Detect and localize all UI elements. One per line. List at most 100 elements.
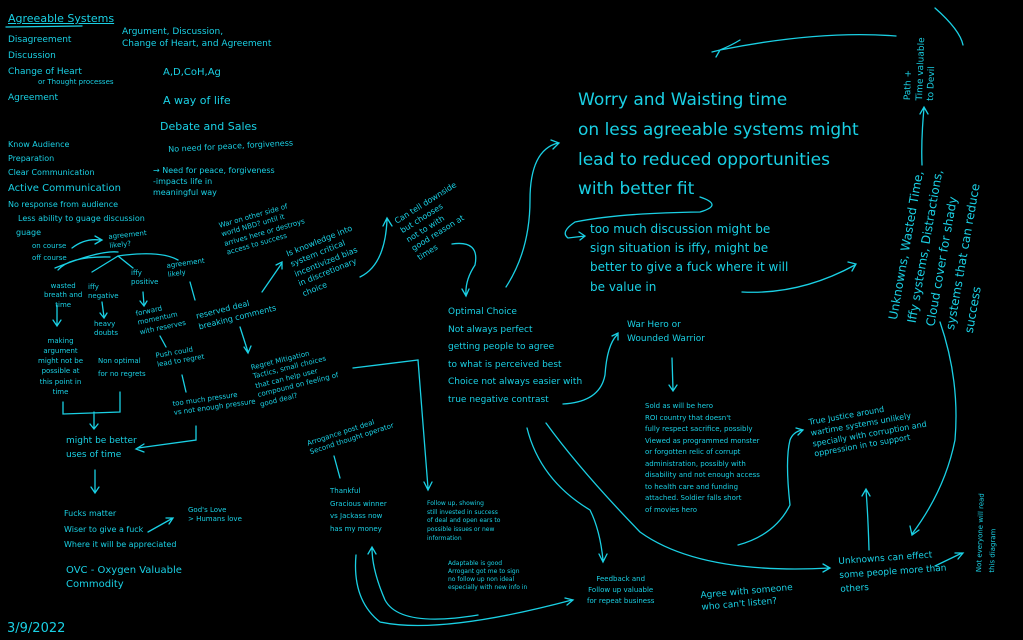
- thankful-winner-line: Thankful: [330, 487, 361, 495]
- branch-iffy-negative-line: iffy: [88, 283, 99, 291]
- better-uses-of-time-line: might be better: [66, 436, 137, 446]
- title-text: Agreeable Systems: [8, 12, 115, 25]
- skills-list: Know Audience Preparation Clear Communic…: [8, 138, 145, 264]
- arrow-value-to-unknowns: [741, 261, 857, 293]
- arrow-optimal-to-warhero: [562, 331, 619, 405]
- optimal-choice-line: getting people to agree: [448, 342, 555, 353]
- skill-item: Active Communication: [8, 183, 121, 194]
- heavy-doubts-line: doubts: [94, 329, 118, 338]
- thankful-winner-line: Gracious winner: [330, 499, 387, 508]
- arrow-unknowns-wasted-to-unknowns-effect: [909, 321, 957, 537]
- branch-wasted-line: wasted: [50, 282, 76, 290]
- sold-as-hero-line: attached. Soldier falls short: [645, 494, 742, 503]
- sold-as-hero-line: or forgotten relic of corrupt: [645, 448, 741, 457]
- too-much-discussion-line: too much discussion might be: [590, 222, 771, 236]
- follow-up-showing-line: still invested in success: [427, 508, 498, 516]
- follow-up-showing-line: Follow up, showing: [427, 500, 484, 507]
- need-peace-line: -impacts life in: [153, 176, 213, 186]
- feedback-follow-up-line: Follow up valuable: [588, 586, 654, 595]
- arrow-regret-to-followup: [352, 359, 433, 492]
- debate-text: Debate and Sales: [160, 120, 258, 133]
- gods-love-line: God's Love: [188, 506, 227, 514]
- war-hero-line: Wounded Warrior: [627, 334, 705, 345]
- acronym-text: A,D,CoH,Ag: [163, 67, 221, 78]
- fucks-matter-line: Where it will be appreciated: [64, 540, 177, 550]
- too-much-discussion-line: sign situation is iffy, might be: [590, 241, 769, 256]
- arrow-merge-left: [62, 391, 121, 431]
- optimal-choice-line: Not always perfect: [448, 324, 533, 335]
- arrow-fucks-to-love: [147, 517, 175, 533]
- making-argument-line: possible at: [41, 367, 80, 376]
- stage-item: Change of Heart: [8, 67, 82, 78]
- worry-wasting-time-line: lead to reduced opportunities: [578, 149, 830, 170]
- argument-header: Argument, Discussion,Change of Heart, an…: [122, 26, 271, 50]
- making-argument-line: argument: [43, 347, 78, 356]
- worry-wasting-time: Worry and Waisting time on less agreeable…: [578, 86, 859, 205]
- ovc-note-line: OVC - Oxygen Valuable: [66, 565, 182, 576]
- worry-wasting-time-line: Worry and Waisting time: [578, 90, 788, 110]
- feedback-follow-up-line: Feedback and: [596, 575, 646, 583]
- skill-item: Know Audience: [8, 140, 70, 149]
- arrow-unknowns-to-path: [919, 105, 929, 166]
- skill-item: Preparation: [8, 154, 55, 163]
- title-underline: [5, 25, 83, 28]
- stage-item: Discussion: [8, 51, 56, 62]
- stage-item: Disagreement: [8, 35, 72, 45]
- need-peace-line: → Need for peace, forgiveness: [153, 166, 275, 175]
- sold-as-hero-line: administration, possibly with: [645, 459, 746, 468]
- stage-item: Agreement: [8, 92, 58, 103]
- adaptable-note-line: especially with new info in: [448, 584, 528, 592]
- arrow-iffy-pos-down: [139, 291, 148, 308]
- sold-as-hero-line: to health care and funding: [645, 482, 739, 491]
- arrow-agree-to-reserved: [189, 281, 196, 301]
- heavy-doubts-line: heavy: [94, 320, 116, 328]
- optimal-choice-line: Optimal Choice: [448, 307, 517, 317]
- worry-wasting-time-line: on less agreeable systems might: [578, 119, 859, 140]
- way-of-life-text: A way of life: [163, 94, 231, 107]
- optimal-choice-line: to what is perceived best: [448, 359, 562, 370]
- skill-item: Less ability to guage discussion: [18, 213, 145, 223]
- too-much-discussion-line: better to give a fuck where it will: [590, 260, 789, 275]
- fucks-matter-line: Wiser to give a fuck: [64, 524, 144, 534]
- adaptable-note-line: Adaptable is good: [448, 560, 503, 567]
- thankful-winner-line: has my money: [330, 524, 382, 533]
- debate-and-sales: Debate and Sales: [160, 120, 257, 135]
- arrow-optimal-to-worry: [505, 139, 561, 288]
- branch-iffy-positive-line: positive: [131, 278, 159, 287]
- arrow-knowledge-to-cantell: [359, 216, 393, 278]
- arrow-warhero-to-sold: [668, 357, 678, 393]
- optimal-choice-line: Choice not always easier with: [448, 377, 583, 388]
- sold-as-hero-line: disability and not enough access: [645, 471, 760, 480]
- arrow-thankful-to-feedback: [354, 554, 575, 627]
- arrow-better-to-fucks: [90, 469, 100, 495]
- argument-header-line: Change of Heart, and Agreement: [122, 39, 272, 50]
- ovc-note-line: Commodity: [66, 578, 124, 590]
- war-hero-line: War Hero or: [627, 320, 681, 330]
- arrow-reserved-to-knowledge: [261, 260, 283, 293]
- arrow-arrogance-to-thankful: [333, 455, 341, 479]
- sold-as-hero-line: of movies hero: [645, 505, 698, 514]
- arrow-iffy-neg-down: [99, 301, 108, 320]
- arrow-unknowns-to-noteveryone: [934, 552, 965, 567]
- branch-iffy-positive-line: iffy: [131, 269, 142, 277]
- need-peace-line: meaningful way: [153, 187, 217, 197]
- fucks-matter-line: Fucks matter: [64, 509, 117, 518]
- arrow-adaptable-to-thankful: [367, 545, 479, 620]
- arrow-course-to-agreement: [71, 235, 104, 249]
- arrow-pressure-down: [181, 374, 187, 393]
- arrow-branch-split: [54, 251, 179, 273]
